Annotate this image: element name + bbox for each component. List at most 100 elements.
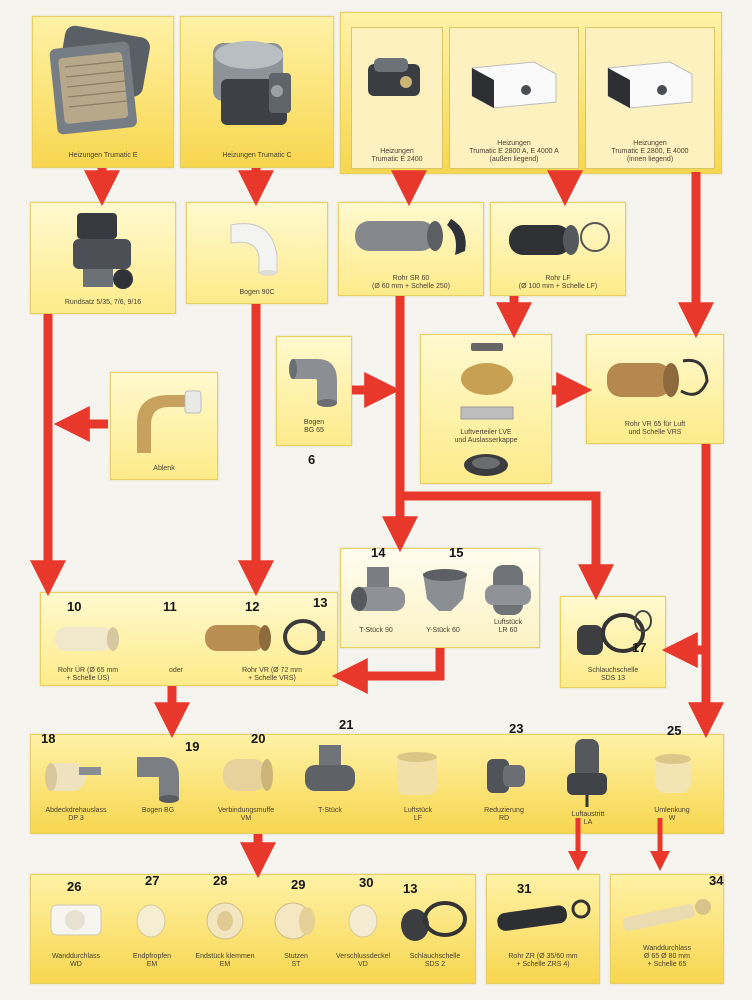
caption-e4000-line2: Trumatic E 2800, E 4000 [611,148,689,155]
caption-21: T-Stück [318,807,342,814]
caption-24-line2: LA [583,819,593,826]
part-number-27: 27 [145,873,160,888]
umlenkung-image [655,754,691,793]
part-number-11: 11 [163,599,177,614]
panel-rohr-lf: Rohr LF (Ø 100 mm + Schelle LF) [490,202,626,296]
caption-bogen-line2: BG 65 [304,427,324,434]
caption-luftverteiler-line2: und Auslasserkappe [454,437,518,444]
rohr-zr-image [497,899,591,931]
caption-34-line3: + Schelle 65 [647,961,687,968]
part-number-28: 28 [213,873,228,888]
schelle-vrs-image [283,619,325,655]
caption-e2400-line2: Trumatic E 2400 [371,156,423,163]
caption-rohr-sr-line1: Rohr SR 60 [392,275,430,282]
panel-trumatic-c: Heizungen Trumatic C [180,16,334,168]
caption-rohr-lf-line1: Rohr LF [545,275,571,282]
arrow-rohr-sr-branch [400,491,614,601]
verbindungsmuffe-image [223,759,273,791]
panel-top-right-group: Heizungen Trumatic E 2400 Heizungen Trum… [340,12,722,174]
t-stueck-small-image [305,745,355,791]
caption-rohr-ur-line1: Rohr ÜR (Ø 65 mm [57,667,119,674]
rohr-vr-luft-image [607,358,709,397]
bogen-90c-image [230,223,278,276]
panel-wanddurchlass-34: 34 Wanddurchlass Ø 65 Ø 80 mm + Schelle … [610,873,724,984]
caption-luftstueck-line2: LR 60 [498,627,518,634]
panel-stuecke: 14 15 T-Stück 90 Y-Stück 60 Luftstück LR… [340,545,540,648]
rundsatz-image [73,213,133,289]
caption-25-line1: Umlenkung [654,807,690,814]
caption-20-line2: VM [240,815,252,822]
trumatic-e2800a-image [471,61,557,109]
caption-oder: oder [169,667,184,674]
trumatic-e2400-image [368,58,420,96]
panel-trumatic-e: Heizungen Trumatic E [32,16,174,168]
caption-bogen-90c: Bogen 90C [239,289,275,296]
caption-luftverteiler-line1: Luftverteiler LVE [460,429,512,436]
part-number-34: 34 [709,873,724,888]
caption-26-line2: WD [70,961,82,968]
luftstueck-image [485,565,531,615]
panel-rohr-zr: 31 Rohr ZR (Ø 35/60 mm + Schelle ZRS 4) [486,874,600,984]
panel-e4000: Heizungen Trumatic E 2800, E 4000 (innen… [585,27,715,169]
wanddurchlass-image [50,904,102,936]
caption-30-line1: Verschlussdeckel [335,953,391,960]
caption-18-line2: DP 3 [68,815,84,822]
panel-rohr-vr-luft: Rohr VR 65 für Luft und Schelle VRS [586,334,724,444]
luftverteiler-ring-image [464,454,508,476]
panel-e2800a: Heizungen Trumatic E 2800 A, E 4000 A (a… [449,27,579,169]
caption-20-line1: Verbindungsmuffe [217,807,275,814]
caption-13b-line2: SDS 2 [424,961,446,968]
caption-27-line2: EM [146,961,158,968]
caption-24-line1: Luftaustritt [571,811,605,818]
caption-schlauchschelle-line2: SDS 13 [600,675,626,682]
caption-schlauchschelle-line1: Schlauchschelle [587,667,639,674]
bogen-bg65-image [289,359,337,407]
caption-rohr-vr2-line1: Rohr VR (Ø 72 mm [242,667,302,674]
panel-bogen-90c: Bogen 90C [186,202,328,304]
arrow-stuecke-to-rohr [331,648,445,694]
caption-trumatic-c: Heizungen Trumatic C [222,152,292,159]
part-number-29: 29 [291,877,306,892]
part-number-6: 6 [308,452,316,467]
part-number-15: 15 [449,545,464,560]
part-number-30: 30 [359,875,374,890]
caption-rohr-vr-line1: Rohr VR 65 für Luft [624,421,686,428]
trumatic-c-heater-image [213,41,291,125]
endpfropfen-image [136,904,166,938]
part-number-25: 25 [667,723,682,738]
part-number-19: 19 [185,739,200,754]
caption-22-line1: Luftstück [403,807,432,814]
caption-13b-line1: Schlauchschelle [409,953,461,960]
trumatic-e-heater-image [49,25,150,135]
caption-19: Bogen BG [141,807,175,814]
caption-e2800a-line2: Trumatic E 2800 A, E 4000 A [469,148,559,155]
caption-22-line2: LF [413,815,423,822]
caption-e4000-line1: Heizungen [633,140,667,147]
part-number-14: 14 [371,545,386,560]
caption-18-line1: Abdeckdrehauslass [45,807,107,814]
caption-trumatic-e: Heizungen Trumatic E [68,152,138,159]
caption-rohr-sr-line2: (Ø 60 mm + Schelle 250) [371,283,450,290]
caption-e2800a-line3: (außen liegend) [489,156,539,163]
caption-29-line1: Stutzen [284,953,308,960]
panel-rohr-ur-vr: 10 11 12 13 Rohr ÜR (Ø 65 mm + Schelle Ü… [40,592,338,686]
part-number-10: 10 [67,599,82,614]
rohr-ur-image [55,627,119,651]
rohr-vr-image [205,625,271,651]
caption-26-line1: Wanddurchlass [52,953,100,960]
panel-accessories-row: 18 19 20 21 23 25 [30,717,724,834]
caption-34-line1: Wanddurchlass [643,945,691,952]
part-number-21: 21 [339,717,354,732]
panel-ablenkung: Ablenk [110,372,218,480]
part-number-12: 12 [245,599,260,614]
rohr-sr-image [355,219,466,255]
caption-28-line2: EM [219,961,231,968]
luftverteiler-image [460,343,514,420]
caption-bogen-line1: Bogen [303,419,325,426]
caption-e2400-line1: Heizungen [380,148,414,155]
caption-rohr-ur-line2: + Schelle ÜS) [66,675,110,682]
caption-rohr-lf-line2: (Ø 100 mm + Schelle LF) [518,283,598,290]
ablenkung-image [137,390,202,453]
part-number-13: 13 [313,595,328,610]
